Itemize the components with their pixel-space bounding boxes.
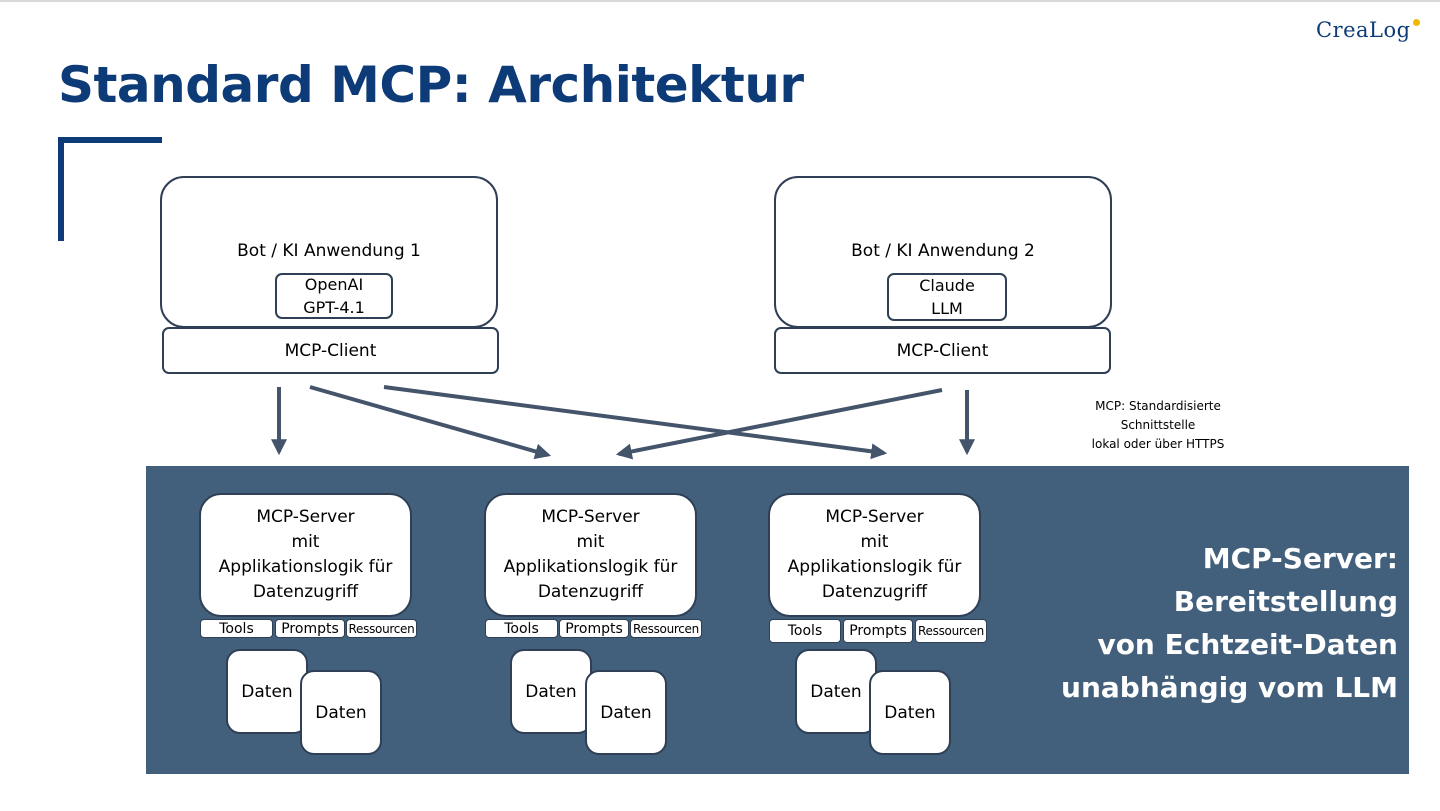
tab-tools-1: Tools bbox=[200, 619, 273, 638]
note-line-3: lokal oder über HTTPS bbox=[1091, 437, 1225, 451]
tab-prompts-1: Prompts bbox=[275, 619, 345, 638]
data-box-3b: Daten bbox=[869, 670, 951, 755]
caption-line-1: MCP-Server: bbox=[1202, 542, 1398, 575]
server-caption: MCP-Server: Bereitstellung von Echtzeit-… bbox=[1061, 537, 1398, 709]
data-box-2b: Daten bbox=[585, 670, 667, 755]
llm-box-1: OpenAI GPT-4.1 bbox=[275, 273, 393, 319]
tab-prompts-3: Prompts bbox=[843, 619, 913, 643]
tab-ressourcen-3: Ressourcen bbox=[915, 619, 987, 643]
tab-ressourcen-1: Ressourcen bbox=[346, 619, 417, 638]
caption-line-4: unabhängig vom LLM bbox=[1061, 671, 1398, 704]
protocol-note: MCP: Standardisierte Schnittstelle lokal… bbox=[1058, 397, 1258, 454]
note-line-1: MCP: Standardisierte bbox=[1095, 399, 1221, 413]
arrow-client2-server2 bbox=[615, 388, 943, 460]
crealog-logo: CreaLog bbox=[1316, 18, 1420, 42]
mcp-server-2: MCP-Server mit Applikationslogik für Dat… bbox=[484, 493, 697, 617]
mcp-client-1: MCP-Client bbox=[162, 327, 499, 374]
caption-line-3: von Echtzeit-Daten bbox=[1097, 628, 1398, 661]
app-title-1: Bot / KI Anwendung 1 bbox=[237, 241, 421, 261]
app-title-2: Bot / KI Anwendung 2 bbox=[851, 241, 1035, 261]
tab-ressourcen-2: Ressourcen bbox=[630, 619, 702, 638]
tab-tools-2: Tools bbox=[485, 619, 558, 638]
corner-accent-horizontal bbox=[58, 137, 162, 143]
data-box-3a: Daten bbox=[795, 649, 877, 734]
data-box-2a: Daten bbox=[510, 649, 592, 734]
corner-accent-vertical bbox=[58, 137, 64, 241]
llm-box-2: Claude LLM bbox=[887, 273, 1007, 321]
logo-text: CreaLog bbox=[1316, 18, 1411, 42]
page-title: Standard MCP: Architektur bbox=[58, 56, 804, 114]
mcp-client-2: MCP-Client bbox=[774, 327, 1111, 374]
arrow-client1-server3 bbox=[383, 385, 888, 460]
note-line-2: Schnittstelle bbox=[1120, 418, 1196, 432]
arrow-client1-server2 bbox=[309, 385, 552, 460]
logo-dot bbox=[1412, 19, 1420, 26]
caption-line-2: Bereitstellung bbox=[1173, 585, 1398, 618]
mcp-server-1: MCP-Server mit Applikationslogik für Dat… bbox=[199, 493, 412, 617]
mcp-server-3: MCP-Server mit Applikationslogik für Dat… bbox=[768, 493, 981, 617]
top-divider bbox=[0, 0, 1440, 2]
data-box-1b: Daten bbox=[300, 670, 382, 755]
tab-tools-3: Tools bbox=[769, 619, 841, 643]
data-box-1a: Daten bbox=[226, 649, 308, 734]
tab-prompts-2: Prompts bbox=[559, 619, 629, 638]
